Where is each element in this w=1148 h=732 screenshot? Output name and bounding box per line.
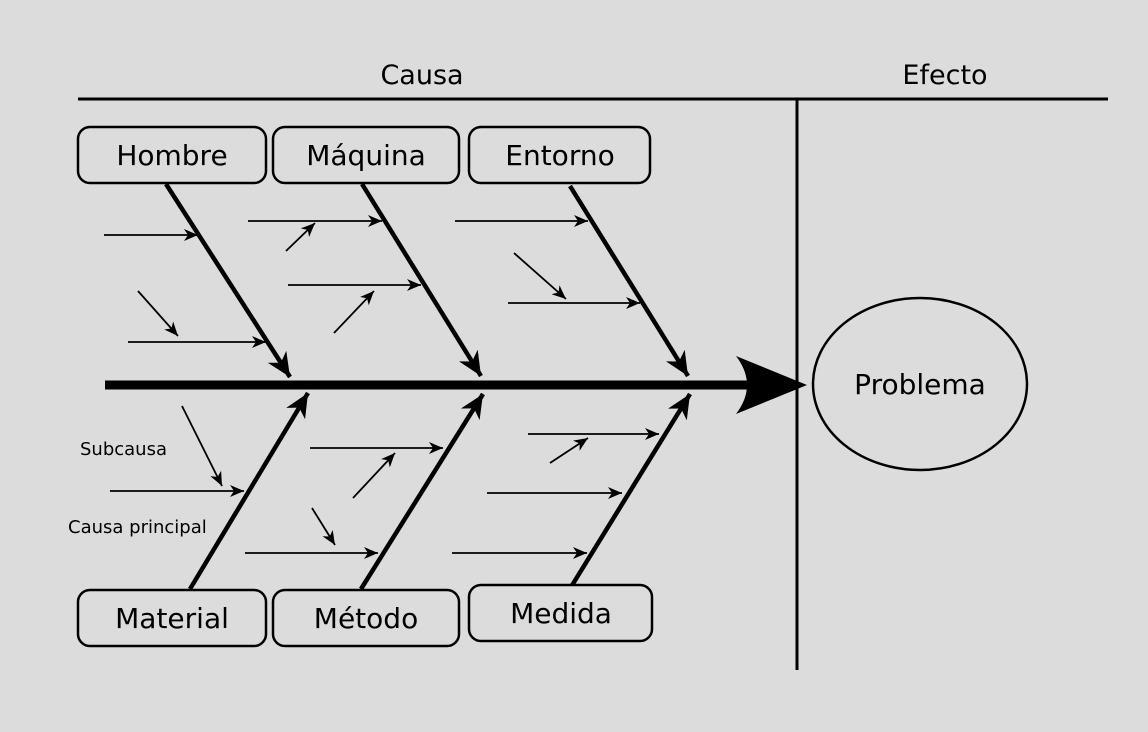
category-maquina: Máquina xyxy=(271,125,461,185)
problem-ellipse xyxy=(811,296,1029,472)
category-entorno: Entorno xyxy=(467,125,652,185)
spine-arrowhead xyxy=(736,356,807,414)
problem-label: Problema xyxy=(854,368,986,401)
bone-metodo xyxy=(359,392,485,591)
category-material: Material xyxy=(76,588,268,648)
category-metodo: Método xyxy=(271,588,461,648)
category-box xyxy=(467,125,652,185)
subsubcause-arrow xyxy=(333,290,375,334)
subsubcause-arrow xyxy=(352,452,396,499)
effect-region-label: Efecto xyxy=(902,60,987,91)
category-box xyxy=(76,125,268,185)
bone-material xyxy=(188,391,310,591)
subsubcause-arrow xyxy=(181,405,223,487)
subsubcause-arrow xyxy=(513,252,567,300)
category-box xyxy=(271,588,461,648)
bone-medida xyxy=(569,392,692,589)
main-cause-annotation: Causa principal xyxy=(68,517,207,538)
bone-entorno xyxy=(568,184,690,378)
subcause-annotation: Subcausa xyxy=(80,439,167,460)
category-box xyxy=(271,125,461,185)
category-label: Máquina xyxy=(306,139,426,172)
category-label: Hombre xyxy=(116,139,227,172)
problem-node: Problema xyxy=(811,296,1029,472)
subsubcause-arrow xyxy=(285,222,316,252)
subsubcause-arrow xyxy=(549,437,589,464)
subsubcause-arrow xyxy=(137,290,179,337)
category-label: Medida xyxy=(510,597,612,630)
bone-maquina xyxy=(360,182,483,378)
cause-region-label: Causa xyxy=(380,60,463,91)
category-medida: Medida xyxy=(467,583,654,643)
category-box xyxy=(76,588,268,648)
category-box xyxy=(467,583,654,643)
category-label: Entorno xyxy=(505,139,614,172)
category-label: Método xyxy=(314,602,418,635)
category-hombre: Hombre xyxy=(76,125,268,185)
subsubcause-arrow xyxy=(311,507,336,546)
bone-hombre xyxy=(164,182,292,379)
category-label: Material xyxy=(115,602,229,635)
